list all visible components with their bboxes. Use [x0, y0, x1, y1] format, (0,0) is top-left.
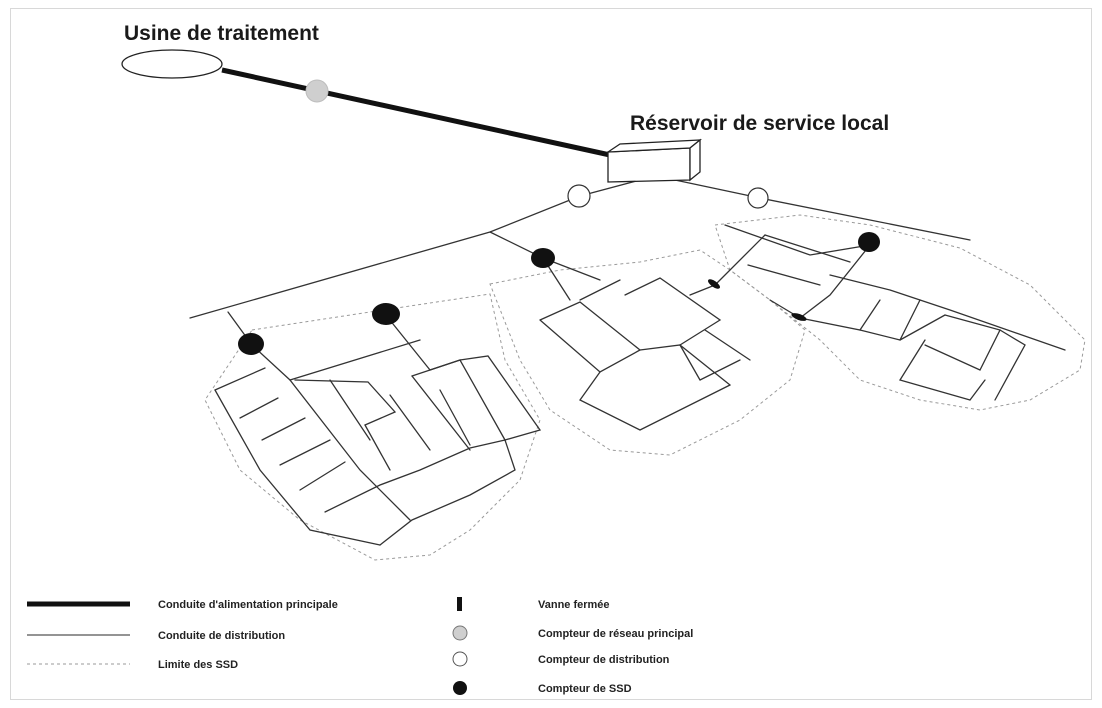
closed-valve: [708, 279, 720, 289]
legend-label: Limite des SSD: [158, 659, 238, 671]
ssd-meter: [372, 303, 400, 325]
legend-label: Conduite d'alimentation principale: [158, 599, 338, 611]
ssd-meter: [858, 232, 880, 252]
treatment-plant-label: Usine de traitement: [124, 22, 319, 45]
reservoir-label: Réservoir de service local: [630, 112, 889, 135]
legend-closed-valve-symbol: [457, 597, 462, 611]
legend-label: Compteur de distribution: [538, 654, 670, 666]
legend-label: Compteur de SSD: [538, 683, 632, 695]
legend-ssd-meter-symbol: [453, 681, 467, 695]
ssd-boundary-left: [204, 293, 541, 561]
distribution-network: [189, 179, 1066, 546]
treatment-plant-symbol: [121, 49, 223, 79]
legend-label: Compteur de réseau principal: [538, 628, 693, 640]
distribution-meter-right: [747, 187, 769, 209]
legend-label: Vanne fermée: [538, 599, 610, 611]
legend-main-meter-symbol: [452, 625, 468, 641]
closed-valve: [791, 313, 807, 321]
ssd-meter: [531, 248, 555, 268]
reservoir-symbol: [605, 138, 702, 183]
legend-distribution-meter-symbol: [452, 651, 468, 667]
legend-label: Conduite de distribution: [158, 630, 285, 642]
ssd-meter: [238, 333, 264, 355]
ssd-boundary-right: [714, 214, 1086, 411]
main-network-meter: [305, 79, 329, 103]
ssd-boundary-middle: [489, 249, 806, 456]
diagram-frame: [10, 8, 1092, 700]
distribution-meter-left: [567, 184, 591, 208]
legend: Conduite d'alimentation principale Condu…: [27, 597, 693, 695]
main-supply-line: [221, 67, 611, 158]
